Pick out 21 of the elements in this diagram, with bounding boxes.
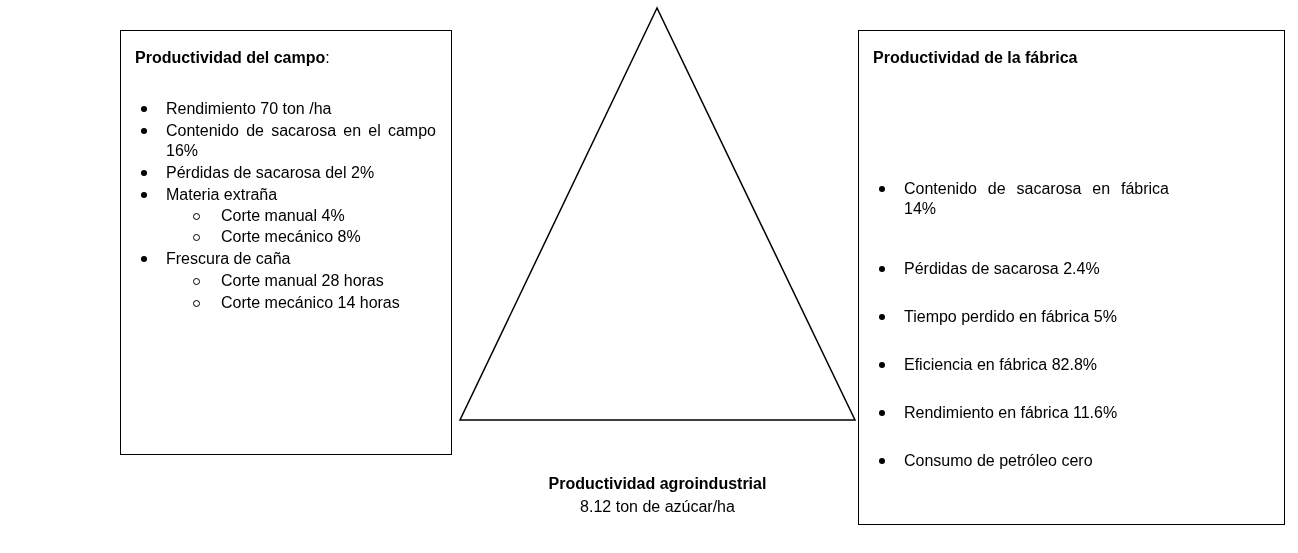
bullet-item: Corte manual 28 horas	[221, 271, 384, 291]
bullet-item: Corte mecánico 8%	[221, 227, 361, 247]
bullet-item: Tiempo perdido en fábrica 5%	[904, 307, 1118, 327]
triangle-caption-value: 8.12 ton de azúcar/ha	[580, 498, 735, 516]
bullet-item: Contenido de sacarosa en fábrica 14%	[904, 179, 1169, 219]
bullet-item: Pérdidas de sacarosa 2.4%	[904, 259, 1101, 279]
bullet-item: Pérdidas de sacarosa del 2%	[166, 163, 376, 183]
bullet-item: Consumo de petróleo cero	[904, 451, 1094, 471]
text-box	[858, 30, 1285, 525]
bullet-item: Corte mecánico 14 horas	[221, 293, 400, 313]
triangle-caption-heading: Productividad agroindustrial	[548, 475, 767, 493]
bullet-item: Corte manual 4%	[221, 206, 345, 226]
bullet-item: Frescura de caña	[166, 249, 292, 269]
bullet-item: Contenido de sacarosa en el campo 16%	[166, 121, 436, 161]
bullet-item: Rendimiento 70 ton /ha	[166, 99, 333, 119]
bullet-item: Materia extraña	[166, 185, 279, 205]
bullet-item: Rendimiento en fábrica 11.6%	[904, 403, 1119, 423]
text-box	[120, 30, 452, 455]
box-heading: Productividad de la fábrica	[873, 49, 1078, 67]
bullet-item: Eficiencia en fábrica 82.8%	[904, 355, 1098, 375]
box-heading: Productividad del campo:	[135, 49, 330, 67]
